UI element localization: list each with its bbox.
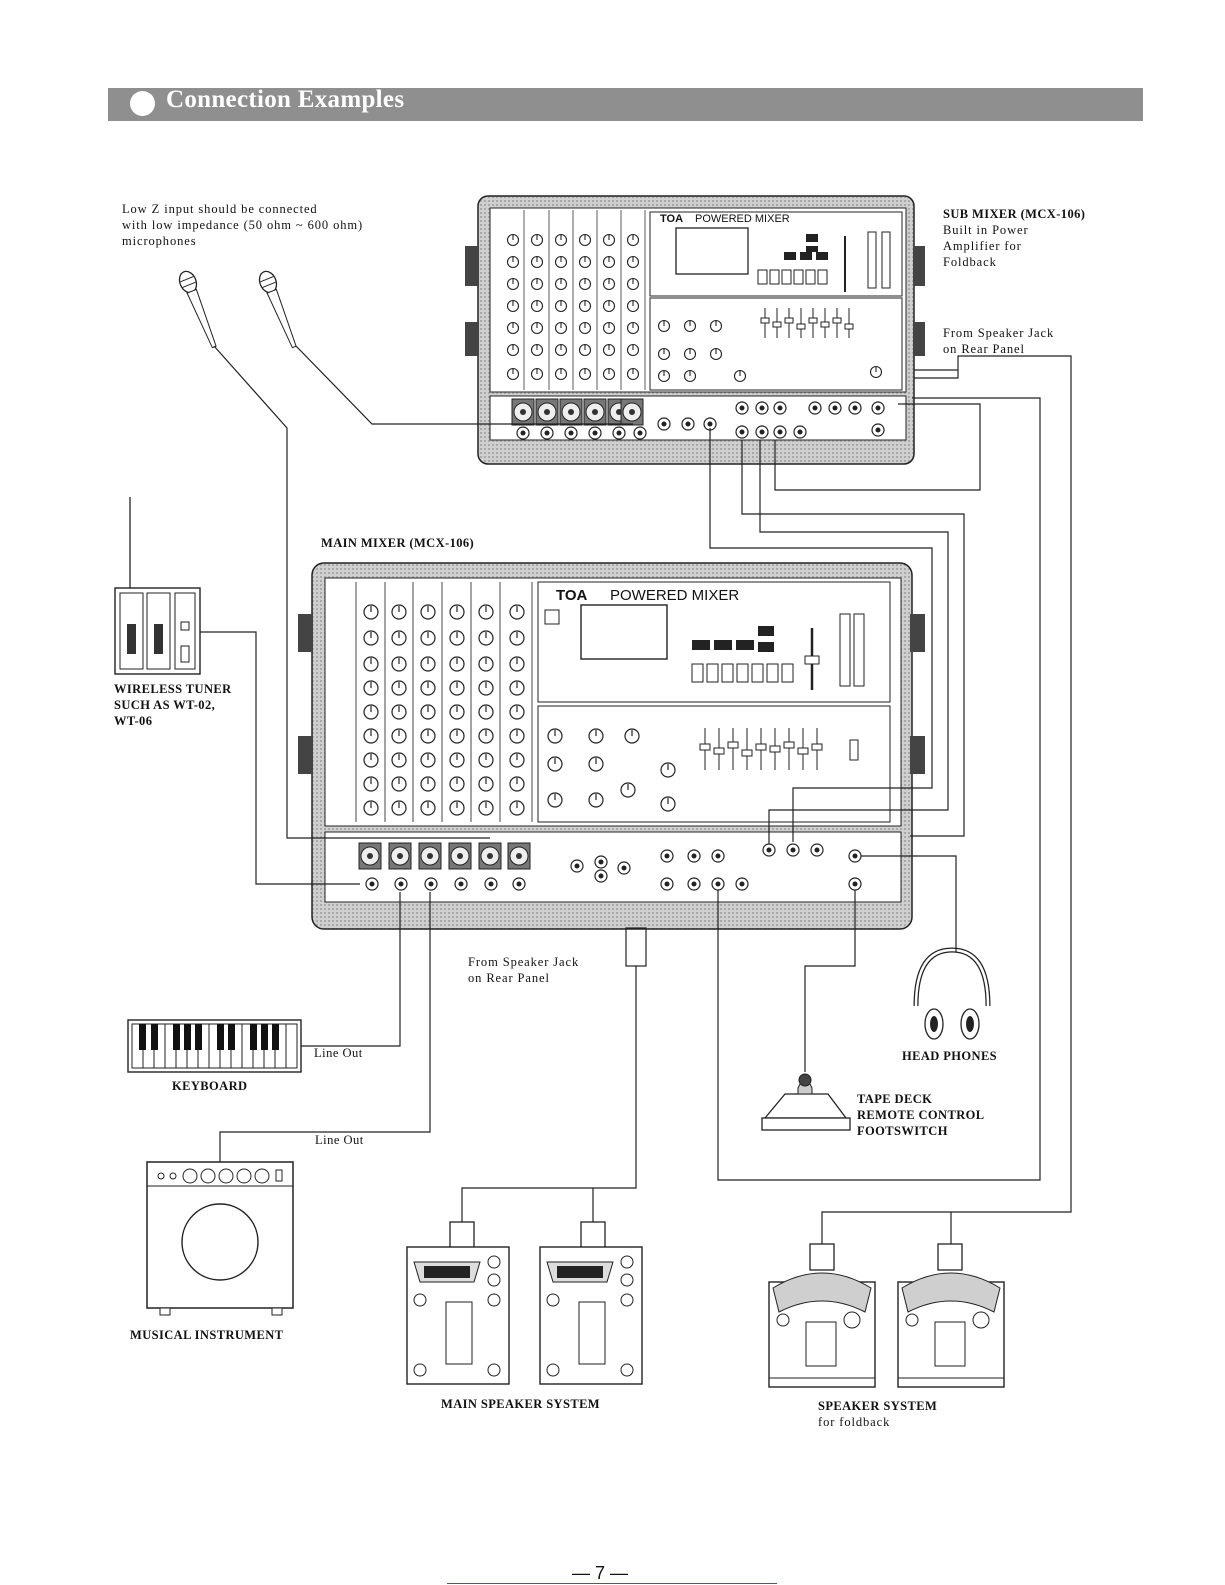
main-mixer-device — [298, 562, 925, 930]
main-speaker-device — [406, 1221, 643, 1385]
microphone-icon — [178, 270, 297, 349]
foldback-speaker-sublabel: for foldback — [818, 1415, 891, 1429]
page-number: — 7 — — [572, 1563, 629, 1583]
bullet-icon — [130, 91, 155, 116]
main-speaker-jack-note: From Speaker Jack on Rear Panel — [468, 955, 580, 985]
sub-mixer-model: POWERED MIXER — [695, 213, 790, 225]
keyboard-label: KEYBOARD — [172, 1079, 248, 1093]
sub-mixer-brand: TOA — [660, 213, 684, 225]
main-mixer-model: POWERED MIXER — [610, 587, 740, 604]
keyboard-device — [127, 1019, 302, 1073]
instrument-line-out-label: Line Out — [315, 1133, 364, 1147]
main-mixer-title: MAIN MIXER (MCX-106) — [321, 536, 475, 550]
section-header-bar — [108, 88, 1143, 121]
wireless-tuner-device — [114, 497, 201, 675]
sub-mixer-desc: Built in Power Amplifier for Foldback — [943, 223, 1029, 269]
footswitch-icon — [761, 1073, 851, 1131]
instrument-amplifier-device — [146, 1161, 294, 1316]
foldback-speaker-label: SPEAKER SYSTEM — [818, 1399, 938, 1413]
foldback-speaker-device — [768, 1243, 1005, 1388]
sub-mixer-device — [465, 195, 925, 465]
lowz-note: Low Z input should be connected with low… — [122, 202, 364, 248]
page-footer-rule — [447, 1583, 777, 1584]
section-title: Connection Examples — [166, 86, 405, 113]
footswitch-label: TAPE DECK REMOTE CONTROL FOOTSWITCH — [857, 1092, 985, 1138]
main-speaker-label: MAIN SPEAKER SYSTEM — [441, 1397, 601, 1411]
connection-cables — [200, 345, 1072, 1244]
keyboard-line-out-label: Line Out — [314, 1046, 363, 1060]
sub-speaker-jack-note: From Speaker Jack on Rear Panel — [943, 326, 1055, 356]
sub-mixer-title: SUB MIXER (MCX-106) — [943, 207, 1086, 221]
main-mixer-brand: TOA — [556, 587, 588, 604]
musical-instrument-label: MUSICAL INSTRUMENT — [130, 1328, 284, 1342]
headphones-icon — [913, 947, 991, 1040]
headphones-label: HEAD PHONES — [902, 1049, 998, 1063]
wireless-tuner-label: WIRELESS TUNER SUCH AS WT-02, WT-06 — [114, 682, 232, 728]
